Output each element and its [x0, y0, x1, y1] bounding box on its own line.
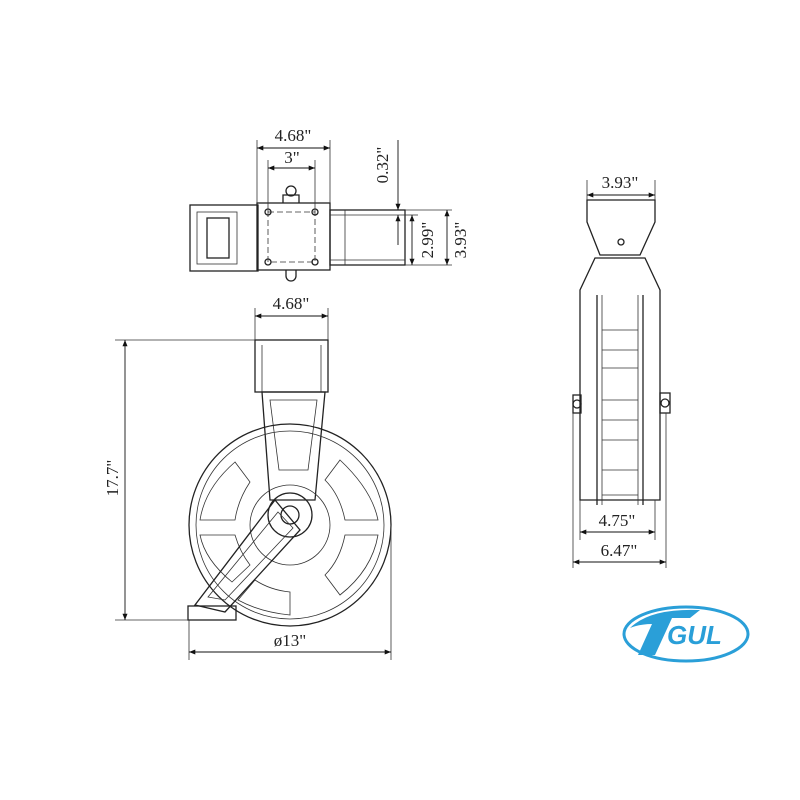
side-view: 3.93" 4.75" 6.47" [572, 173, 671, 568]
front-diameter-label: ø13" [274, 631, 306, 650]
top-outer-depth-label: 3.93" [451, 222, 470, 259]
tgul-logo: GUL [622, 605, 750, 663]
top-mount-depth-label: 2.99" [418, 222, 437, 259]
front-bracket-width-label: 4.68" [273, 294, 310, 313]
side-overall-width-label: 6.47" [601, 541, 638, 560]
front-height-label: 17.7" [103, 460, 122, 497]
top-offset-label: 0.32" [373, 147, 392, 184]
svg-text:GUL: GUL [667, 620, 722, 650]
side-inner-width-label: 4.75" [599, 511, 636, 530]
top-view: 4.68" 3" 0.32" 2.99" 3.93" [189, 126, 470, 282]
top-width-label: 4.68" [275, 126, 312, 145]
top-mount-width-label: 3" [284, 148, 299, 167]
side-bracket-width-label: 3.93" [602, 173, 639, 192]
front-view: 4.68" 17.7" ø13" [103, 294, 392, 660]
